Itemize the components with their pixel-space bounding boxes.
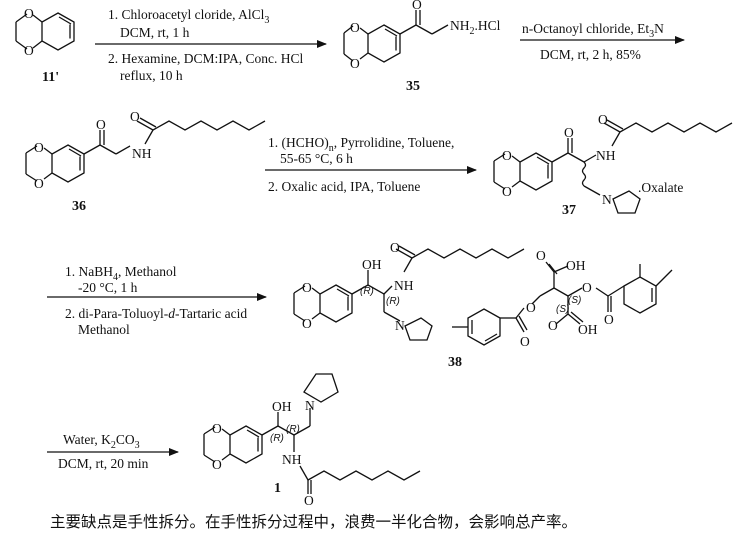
atom-n: N xyxy=(305,398,315,413)
atom-o: O xyxy=(564,125,574,140)
stereo-label-r: (R) xyxy=(386,296,400,307)
atom-o: O xyxy=(96,117,106,132)
atom-oh: OH xyxy=(566,258,586,273)
stereo-label-r: (R) xyxy=(270,433,284,444)
atom-o: O xyxy=(350,56,360,71)
atom-o: O xyxy=(302,316,312,331)
step1-conditions-b: reflux, 10 h xyxy=(120,68,183,83)
atom-o: O xyxy=(502,148,512,163)
compound-37-structure: O O NH N .Oxalate O O xyxy=(493,112,733,214)
compound-36-structure: O O NH O O xyxy=(25,109,266,191)
compound-label-1: 1 xyxy=(274,481,281,496)
atom-o: O xyxy=(212,421,222,436)
step3-reagent-b: 2. Oxalic acid, IPA, Toluene xyxy=(268,179,420,194)
atom-nh: NH xyxy=(596,148,616,163)
step1-reagent-a: 1. Chloroacetyl cloride, AlCl3 xyxy=(108,7,269,26)
atom-oh: OH xyxy=(578,322,598,337)
step1-reagent-b: 2. Hexamine, DCM:IPA, Conc. HCl xyxy=(108,51,303,66)
compound-label-11: 11' xyxy=(42,70,59,85)
atom-o: O xyxy=(548,318,558,333)
step5-reagent: Water, K2CO3 xyxy=(63,432,140,451)
atom-o: O xyxy=(582,280,592,295)
atom-o: O xyxy=(536,248,546,263)
compound-label-36: 36 xyxy=(72,199,86,214)
stereo-label-r: (R) xyxy=(360,286,374,297)
atom-n: N xyxy=(395,318,405,333)
step4-solvent: Methanol xyxy=(78,322,130,337)
atom-oh: OH xyxy=(272,399,292,414)
atom-oh: OH xyxy=(362,257,382,272)
compound-label-35: 35 xyxy=(406,79,420,94)
step2-reagent: n-Octanoyl chloride, Et3N xyxy=(522,21,664,40)
stereo-label-s: (S) xyxy=(556,304,569,315)
step3-reagent-a: 1. (HCHO)n, Pyrrolidine, Toluene, xyxy=(268,135,454,154)
atom-o: O xyxy=(34,176,44,191)
stereo-label-s: (S) xyxy=(568,295,581,306)
step3-conditions: 55-65 °C, 6 h xyxy=(280,151,353,166)
step4-reagent-b: 2. di-Para-Toluoyl-d-Tartaric acid xyxy=(65,306,247,321)
step5-conditions: DCM, rt, 20 min xyxy=(58,456,149,471)
atom-o: O xyxy=(412,0,422,12)
oxalate-salt: .Oxalate xyxy=(638,180,683,195)
atom-o: O xyxy=(390,240,400,255)
atom-o: O xyxy=(598,112,608,127)
step4-reagent-a: 1. NaBH4, Methanol xyxy=(65,264,177,283)
step1-conditions-a: DCM, rt, 1 h xyxy=(120,25,190,40)
atom-nh: NH xyxy=(132,146,152,161)
atom-nh: NH xyxy=(394,278,414,293)
atom-o: O xyxy=(212,457,222,472)
atom-o: O xyxy=(34,140,44,155)
caption-text: 主要缺点是手性拆分。在手性拆分过程中，浪费一半化合物，会影响总产率。 xyxy=(50,513,578,531)
stereo-label-r: (R) xyxy=(286,424,300,435)
atom-o: O xyxy=(130,109,140,124)
compound-1-structure: OH N NH O (R) (R) O O xyxy=(203,373,421,508)
atom-o: O xyxy=(350,20,360,35)
amine-hydrochloride: NH2.HCl xyxy=(450,18,501,37)
compound-11-structure: O O xyxy=(15,6,75,58)
compound-38-structure: OH O NH N (R) (R) O O xyxy=(293,240,525,341)
atom-n: N xyxy=(602,192,612,207)
step2-conditions: DCM, rt, 2 h, 85% xyxy=(540,47,641,62)
atom-o: O xyxy=(302,280,312,295)
atom-o: O xyxy=(304,493,314,508)
compound-35-structure: O O O NH2.HCl xyxy=(343,0,501,71)
atom-o: O xyxy=(520,334,530,349)
atom-o: O xyxy=(526,300,536,315)
step4-conditions: -20 °C, 1 h xyxy=(78,280,138,295)
atom-o: O xyxy=(502,184,512,199)
compound-label-38: 38 xyxy=(448,355,462,370)
compound-label-37: 37 xyxy=(562,203,576,218)
atom-nh: NH xyxy=(282,452,302,467)
atom-o: O xyxy=(24,43,34,58)
ditoluoyl-tartrate-structure: O OH O O OH O O O (S) (S) xyxy=(452,248,673,349)
atom-o: O xyxy=(24,6,34,21)
atom-o: O xyxy=(604,312,614,327)
